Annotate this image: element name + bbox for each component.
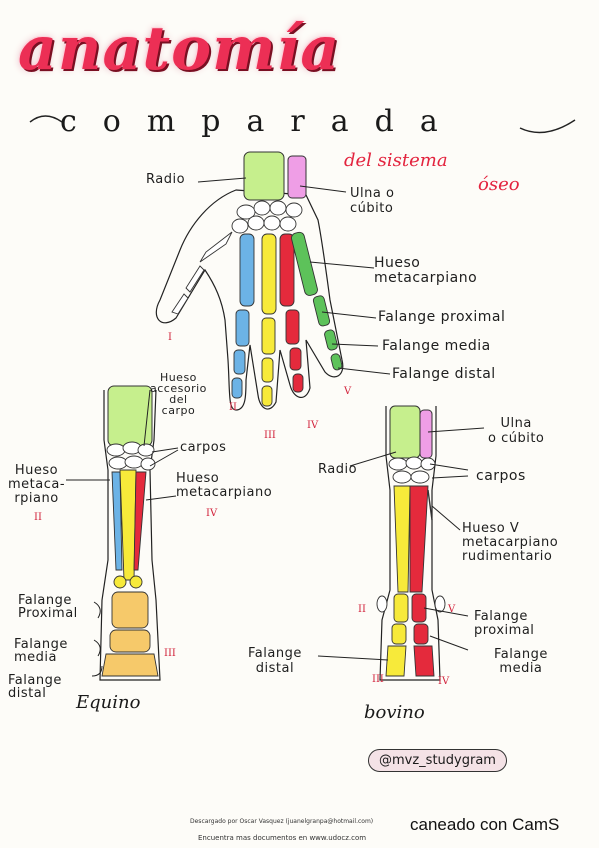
bovine-metacarpal-4 xyxy=(409,485,429,593)
roman-human-2: II xyxy=(229,402,237,413)
bovine-digit-3-phalanges xyxy=(385,593,409,677)
roman-bovine-3: III xyxy=(372,674,384,685)
roman-bovine-2: II xyxy=(358,604,366,615)
equine-distal-phalanx xyxy=(101,653,159,677)
label-bovine-distal-phalanx: Falange distal xyxy=(248,646,302,676)
bovine-digit-4-phalanges xyxy=(411,593,435,677)
roman-equine-digit: III xyxy=(164,648,176,659)
roman-bovine-5: V xyxy=(448,604,456,615)
bovine-carpals xyxy=(388,456,436,484)
page-subtitle: comparada xyxy=(60,104,464,139)
bovine-ulna xyxy=(419,409,433,459)
hand-digit-2 xyxy=(231,233,255,399)
roman-equine-left: II xyxy=(34,512,42,523)
bovine-metacarpal-5 xyxy=(427,489,433,521)
label-equine-accessory-carpal: Hueso accesorio del carpo xyxy=(150,371,207,417)
roman-human-1: I xyxy=(168,332,172,343)
label-equine-name: Equino xyxy=(76,692,141,713)
roman-human-5: V xyxy=(344,386,352,397)
hand-digit-4 xyxy=(279,233,304,393)
equine-metacarpal-2 xyxy=(111,471,123,571)
subtitle-line2: óseo xyxy=(478,174,520,195)
human-hand-diagram xyxy=(155,151,391,411)
label-equine-distal-phalanx: Falange distal xyxy=(8,673,62,701)
label-bovine-ulna: Ulna o cúbito xyxy=(488,416,545,446)
bovine-metacarpal-3 xyxy=(393,485,411,593)
footer-download-credit: Descargado por Oscar Vasquez (juanelgran… xyxy=(190,818,374,825)
footer-site-link[interactable]: Encuentra mas documentos en www.udocz.co… xyxy=(198,834,367,842)
label-bovine-name: bovino xyxy=(364,702,425,723)
label-human-metacarpal: Hueso metacarpiano xyxy=(374,255,478,286)
scanner-watermark: caneado con CamS xyxy=(410,815,560,834)
equine-limb-diagram xyxy=(66,385,179,681)
equine-metacarpal-3 xyxy=(119,469,137,581)
label-human-proximal-phalanx: Falange proximal xyxy=(378,309,506,325)
roman-equine-right: IV xyxy=(206,508,218,519)
hand-digit-3 xyxy=(261,233,277,407)
label-human-middle-phalanx: Falange media xyxy=(382,338,491,354)
bovine-outline xyxy=(379,406,441,681)
label-human-distal-phalanx: Falange distal xyxy=(392,366,496,382)
bovine-radius xyxy=(389,405,421,459)
hand-ulna xyxy=(287,155,307,199)
equine-leader-lines xyxy=(66,389,179,677)
bovine-leader-lines xyxy=(317,427,485,661)
equine-metacarpal-4 xyxy=(133,471,147,571)
label-human-radio: Radio xyxy=(146,172,186,187)
label-equine-metacarpal-left: Hueso metaca- rpiano xyxy=(8,463,66,506)
roman-bovine-4: IV xyxy=(438,676,450,687)
subtitle-flourish-right xyxy=(519,119,576,134)
hand-carpals xyxy=(231,200,303,234)
bovine-dewclaws xyxy=(376,595,446,613)
label-equine-metacarpal-right: Hueso metacarpiano xyxy=(176,471,273,500)
roman-human-4: IV xyxy=(307,420,319,431)
author-handle: @mvz_studygram xyxy=(368,749,507,772)
label-bovine-carpals: carpos xyxy=(476,468,526,484)
page-title: anatomía xyxy=(18,14,341,84)
label-bovine-metacarpal-5: Hueso V metacarpiano rudimentario xyxy=(462,521,559,564)
label-bovine-radio: Radio xyxy=(318,462,358,477)
equine-carpals xyxy=(106,441,156,471)
hand-digit-5 xyxy=(291,231,343,371)
label-equine-carpals: carpos xyxy=(180,440,227,455)
hand-radius xyxy=(243,151,285,201)
label-equine-proximal-phalanx: Falange Proximal xyxy=(18,593,78,621)
label-equine-middle-phalanx: Falange media xyxy=(14,637,68,665)
subtitle-flourish-left xyxy=(29,115,63,123)
roman-human-3: III xyxy=(264,430,276,441)
hand-leader-lines xyxy=(197,177,391,375)
label-human-ulna: Ulna o cúbito xyxy=(350,186,395,216)
hand-thumb-digit-1 xyxy=(171,231,233,315)
label-bovine-middle-phalanx: Falange media xyxy=(494,647,548,676)
hand-outline xyxy=(155,189,344,411)
subtitle-line1: del sistema xyxy=(344,150,448,171)
equine-sesamoids xyxy=(113,575,143,589)
bovine-limb-diagram xyxy=(317,405,485,681)
label-bovine-proximal-phalanx: Falange proximal xyxy=(474,609,535,638)
equine-middle-phalanx xyxy=(109,629,151,653)
equine-proximal-phalanx xyxy=(111,591,149,629)
